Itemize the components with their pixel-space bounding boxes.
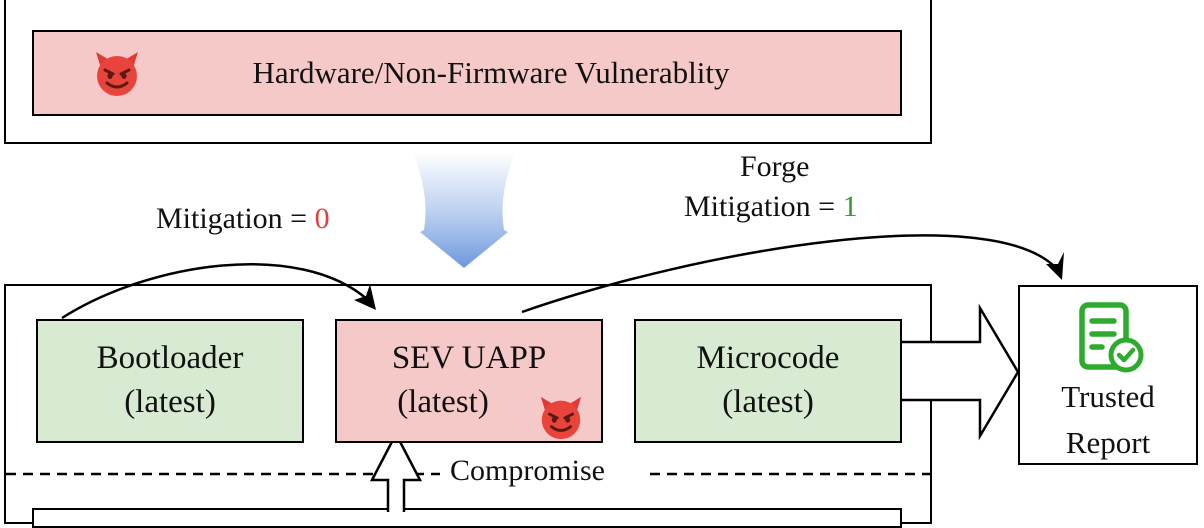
microcode-name: Microcode [696, 340, 840, 377]
top-frame [4, 0, 932, 144]
report-right-arrow [902, 303, 1020, 441]
mitigation-curve [61, 262, 369, 320]
forge-arrowhead [1046, 252, 1064, 280]
trusted-report-line1: Trusted [1061, 379, 1155, 414]
devil-emoji-icon [92, 48, 142, 98]
forge-label-line1: Forge [740, 150, 810, 183]
bootloader-name: Bootloader [96, 340, 244, 377]
forge-mitigation-prefix: Mitigation = [684, 190, 843, 223]
microcode-version: (latest) [722, 384, 814, 420]
forge-mitigation-value: 1 [842, 190, 858, 223]
hardware-vulnerability-label: Hardware/Non-Firmware Vulnerablity [252, 54, 730, 90]
mitigation-arrowhead [354, 284, 376, 310]
forge-curve [521, 234, 1057, 314]
forge-mitigation-label: Mitigation = 1 [684, 190, 858, 224]
devil-emoji-icon [537, 393, 585, 441]
bootloader-box: Bootloader (latest) [36, 319, 304, 443]
mitigation-left-value: 0 [314, 202, 330, 235]
diagram-connectors [6, 152, 1064, 512]
hardware-vulnerability-box: Hardware/Non-Firmware Vulnerablity [32, 30, 902, 116]
sev-uapp-name: SEV UAPP [391, 340, 547, 377]
microcode-box: Microcode (latest) [634, 319, 902, 443]
document-check-icon [1072, 301, 1148, 377]
sev-uapp-box: SEV UAPP (latest) [335, 319, 603, 443]
mitigation-left-prefix: Mitigation = [156, 202, 315, 235]
compromise-label: Compromise [446, 454, 609, 488]
compromise-up-arrow [369, 431, 423, 512]
trusted-report-box: Trusted Report [1018, 285, 1198, 465]
bootloader-version: (latest) [124, 384, 216, 420]
trusted-report-line2: Report [1065, 425, 1151, 460]
down-arrow-icon [412, 152, 516, 268]
sev-uapp-version: (latest) [397, 384, 489, 420]
mitigation-left-label: Mitigation = 0 [156, 202, 330, 236]
